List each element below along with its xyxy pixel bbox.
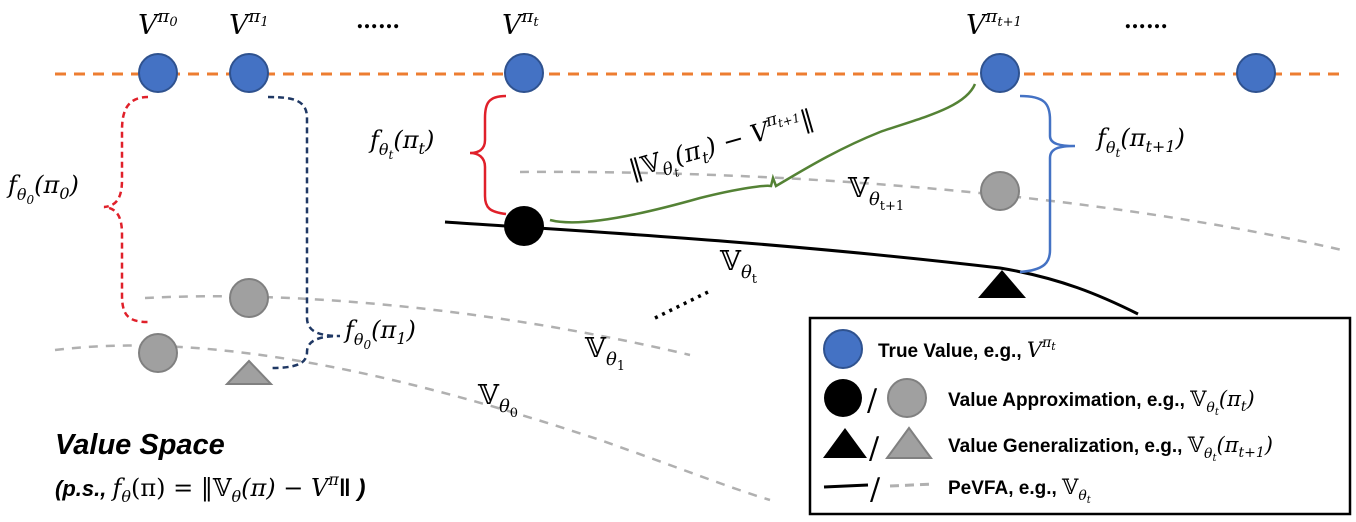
label-f-thetat-pit: fθt(πt) bbox=[368, 126, 434, 162]
true-value-node-pi1 bbox=[229, 53, 269, 93]
label-v-thetat: 𝕍θt bbox=[719, 246, 758, 287]
legend: True Value, e.g., Vπt / Value Approximat… bbox=[808, 316, 1352, 516]
approximation-error-curve bbox=[549, 83, 977, 224]
approx-node-pi0-gray bbox=[138, 333, 178, 373]
true-value-node-pit1 bbox=[980, 53, 1020, 93]
legend-slash-3: / bbox=[870, 472, 881, 507]
label-v-pi0: Vπ0 bbox=[138, 6, 178, 41]
label-v-pit: Vπt bbox=[502, 6, 539, 41]
legend-slash-1: / bbox=[867, 383, 878, 418]
legend-gen-text: Value Generalization, e.g., 𝕍θt(πt+1) bbox=[948, 433, 1273, 464]
label-v-thetat1: 𝕍θt+1 bbox=[847, 173, 904, 214]
true-value-node-pit bbox=[504, 53, 544, 93]
approx-node-pi1-gray bbox=[229, 278, 269, 318]
pevfa-theta0-curve bbox=[54, 344, 771, 502]
ellipsis-dots-diagonal bbox=[654, 290, 709, 320]
pevfa-theta-t-curve bbox=[444, 220, 1139, 316]
value-space-title: Value Space bbox=[55, 429, 225, 461]
approx-node-pit1-gray bbox=[980, 171, 1020, 211]
label-f-thetat-pit1: fθt(πt+1) bbox=[1095, 124, 1185, 160]
approx-node-pit-black bbox=[504, 206, 544, 246]
legend-approx-gray-icon bbox=[887, 378, 927, 418]
generalization-node-gray bbox=[224, 359, 274, 385]
brace-f-theta0-pi0 bbox=[103, 95, 149, 324]
label-v-pi1: Vπ1 bbox=[229, 6, 269, 41]
legend-pevfa-text: PeVFA, e.g., 𝕍θt bbox=[948, 475, 1092, 506]
label-dots-2: …… bbox=[1124, 8, 1168, 34]
pevfa-theta1-curve bbox=[144, 295, 691, 357]
legend-approx-text: Value Approximation, e.g., 𝕍θt(πt) bbox=[948, 387, 1255, 418]
brace-f-theta0-pi1 bbox=[267, 95, 341, 370]
true-value-node-pi0 bbox=[138, 53, 178, 93]
pevfa-theta-t1-curve bbox=[519, 170, 1343, 252]
legend-approx-black-icon bbox=[824, 379, 862, 417]
label-v-theta1: 𝕍θ1 bbox=[584, 333, 625, 374]
legend-pevfa-dashed-icon bbox=[889, 482, 935, 488]
label-dots-1: …… bbox=[356, 8, 400, 34]
label-v-pit1: Vπt+1 bbox=[966, 6, 1022, 41]
legend-slash-2: / bbox=[869, 431, 880, 466]
brace-f-thetat-pit1 bbox=[1019, 94, 1076, 274]
legend-true-value-icon bbox=[823, 329, 863, 369]
brace-f-thetat-pit bbox=[469, 94, 507, 216]
legend-pevfa-solid-icon bbox=[823, 483, 869, 489]
label-f-theta0-pi1: fθ0(π1) bbox=[343, 316, 416, 352]
legend-gen-gray-icon bbox=[885, 426, 933, 459]
legend-gen-black-icon bbox=[823, 428, 867, 458]
true-value-node-future bbox=[1236, 53, 1276, 93]
value-space-subtitle: (p.s., fθ(π) = ‖𝕍θ(π) − Vπ‖ ) bbox=[55, 470, 365, 506]
legend-true-value-text: True Value, e.g., Vπt bbox=[878, 335, 1056, 362]
generalization-node-black bbox=[978, 270, 1026, 298]
label-f-theta0-pi0: fθ0(π0) bbox=[6, 171, 79, 207]
label-v-theta0: 𝕍θ0 bbox=[477, 380, 518, 421]
